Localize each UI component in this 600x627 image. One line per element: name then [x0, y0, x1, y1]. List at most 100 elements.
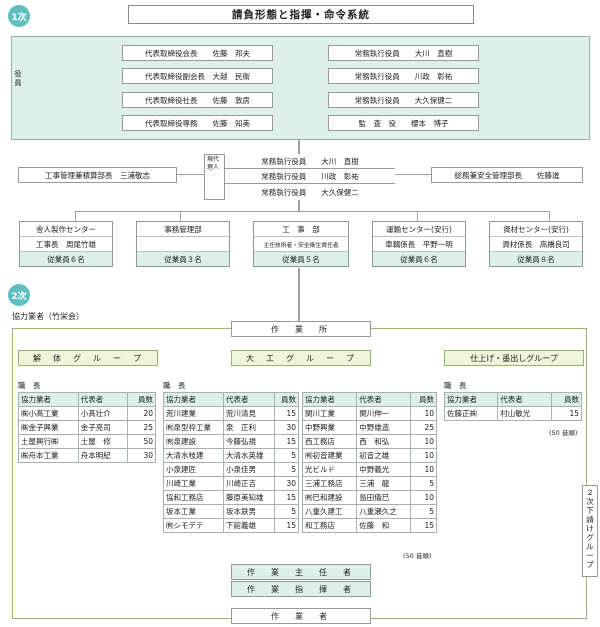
representative-cell: 小髙壮介: [77, 406, 128, 421]
column-header: 代表者: [77, 392, 128, 407]
company-cell: 光ビルド: [301, 462, 358, 477]
board-side-label: 役員: [14, 70, 22, 87]
representative-cell: 関川伸一: [356, 406, 412, 421]
company-cell: 土屋興行㈱: [18, 434, 79, 449]
site-agent-row-3: 常務執行役員 大久保健二: [224, 184, 395, 200]
count-cell: 15: [274, 406, 299, 421]
company-cell: 荒川建業: [163, 406, 224, 421]
kyoryoku-heading: 協力業者（竹栄会）: [12, 312, 84, 321]
worker-box: 作 業 者: [231, 608, 371, 624]
column-header: 協力業者: [301, 392, 358, 407]
company-cell: 協和工務店: [163, 490, 224, 505]
group-daiku: 大 工 グ ル ー プ: [231, 350, 371, 366]
dept-staff: 従業員３名: [137, 252, 229, 266]
company-cell: 坂本工業: [163, 504, 224, 519]
count-cell: 20: [126, 406, 157, 421]
company-cell: 中野興業: [301, 420, 358, 435]
count-cell: 15: [274, 518, 299, 533]
dept-head: 資材係長 高橋良司: [490, 237, 582, 252]
company-cell: 関川工業: [301, 406, 358, 421]
dept-name: 工 事 部: [254, 222, 348, 237]
site-agent-row-1: 常務執行役員 大川 直樹: [224, 154, 395, 169]
board-left-4: 代表取締役専務 佐藤 知美: [122, 115, 273, 131]
dept-name: 舎人製作センター: [20, 222, 112, 237]
secondary-subcontract-label: ２次下請けグループ: [582, 485, 598, 577]
site-agent-label: 現代理人: [206, 156, 219, 171]
company-cell: 和工務店: [301, 518, 358, 533]
count-cell: 10: [410, 448, 437, 463]
dept-head: [137, 237, 229, 252]
work-chief-box: 作 業 主 任 者: [231, 564, 371, 580]
count-cell: 15: [274, 490, 299, 505]
company-cell: ㈲シモデテ: [163, 518, 224, 533]
board-right-3: 常務執行役員 大久保健二: [328, 92, 479, 108]
board-left-3: 代表取締役社長 佐藤 敦房: [122, 92, 273, 108]
representative-cell: 舟本明紀: [77, 448, 128, 463]
representative-cell: 川崎正吉: [223, 476, 275, 491]
count-cell: 5: [274, 448, 299, 463]
dept-staff: 従業員５名: [254, 252, 348, 266]
column-header: 協力業者: [18, 392, 79, 407]
section-1-badge: 1次: [8, 5, 30, 27]
company-cell: 小泉建匠: [163, 462, 224, 477]
company-cell: ㈱舟本工業: [18, 448, 79, 463]
dept-name: 資材センター(安行): [490, 222, 582, 237]
dept-head: 工事長 周尾竹雄: [20, 237, 112, 252]
company-cell: ㈱金子興業: [18, 420, 79, 435]
representative-cell: 八重瀬久之: [356, 504, 412, 519]
work-director-box: 作 業 指 揮 者: [231, 581, 371, 597]
representative-cell: 村山敏光: [497, 406, 552, 421]
count-cell: 10: [410, 462, 437, 477]
dept-name: 運輸センター(安行): [373, 222, 465, 237]
column-header: 員数: [126, 392, 157, 407]
company-cell: 佐藤正㈱: [443, 406, 499, 421]
count-cell: 5: [410, 504, 437, 519]
dept-staff: 従業員６名: [373, 252, 465, 266]
board-panel: [11, 36, 590, 140]
section-2-badge: 2次: [8, 284, 30, 306]
dept-name: 事務管理部: [137, 222, 229, 237]
count-cell: 25: [126, 420, 157, 435]
board-left-1: 代表取締役会長 佐藤 邦夫: [122, 45, 273, 61]
dept-staff: 従業員６名: [20, 252, 112, 266]
table-header-row: 協力業者代表者員数: [443, 392, 583, 407]
daiku-note: (50 音順): [403, 552, 432, 560]
company-cell: ㈲泉型枠工業: [163, 420, 224, 435]
column-header: 員数: [410, 392, 437, 407]
representative-cell: 藤原美知雄: [223, 490, 275, 505]
dept-transport: 運輸センター(安行) 車輌係長 平野一明 従業員６名: [372, 221, 466, 267]
company-cell: ㈱小髙工業: [18, 406, 79, 421]
table-header-row: 協力業者代表者員数: [18, 392, 157, 407]
company-cell: ㈲初音建業: [301, 448, 358, 463]
count-cell: 15: [274, 434, 299, 449]
representative-cell: 荒川清見: [223, 406, 275, 421]
count-cell: 5: [410, 476, 437, 491]
dept-staff: 従業員８名: [490, 252, 582, 266]
column-header: 協力業者: [163, 392, 224, 407]
shiage-section-label: 職 長: [444, 381, 467, 390]
page-title: 請負形態と指揮・命令系統: [128, 5, 474, 24]
representative-cell: 中野義光: [356, 462, 412, 477]
representative-cell: 佐藤 和: [356, 518, 412, 533]
table-header-row: 協力業者代表者員数: [301, 392, 437, 407]
count-cell: 5: [274, 504, 299, 519]
representative-cell: 泉 正利: [223, 420, 275, 435]
dept-toneri: 舎人製作センター 工事長 周尾竹雄 従業員６名: [19, 221, 113, 267]
company-cell: 川崎工業: [163, 476, 224, 491]
